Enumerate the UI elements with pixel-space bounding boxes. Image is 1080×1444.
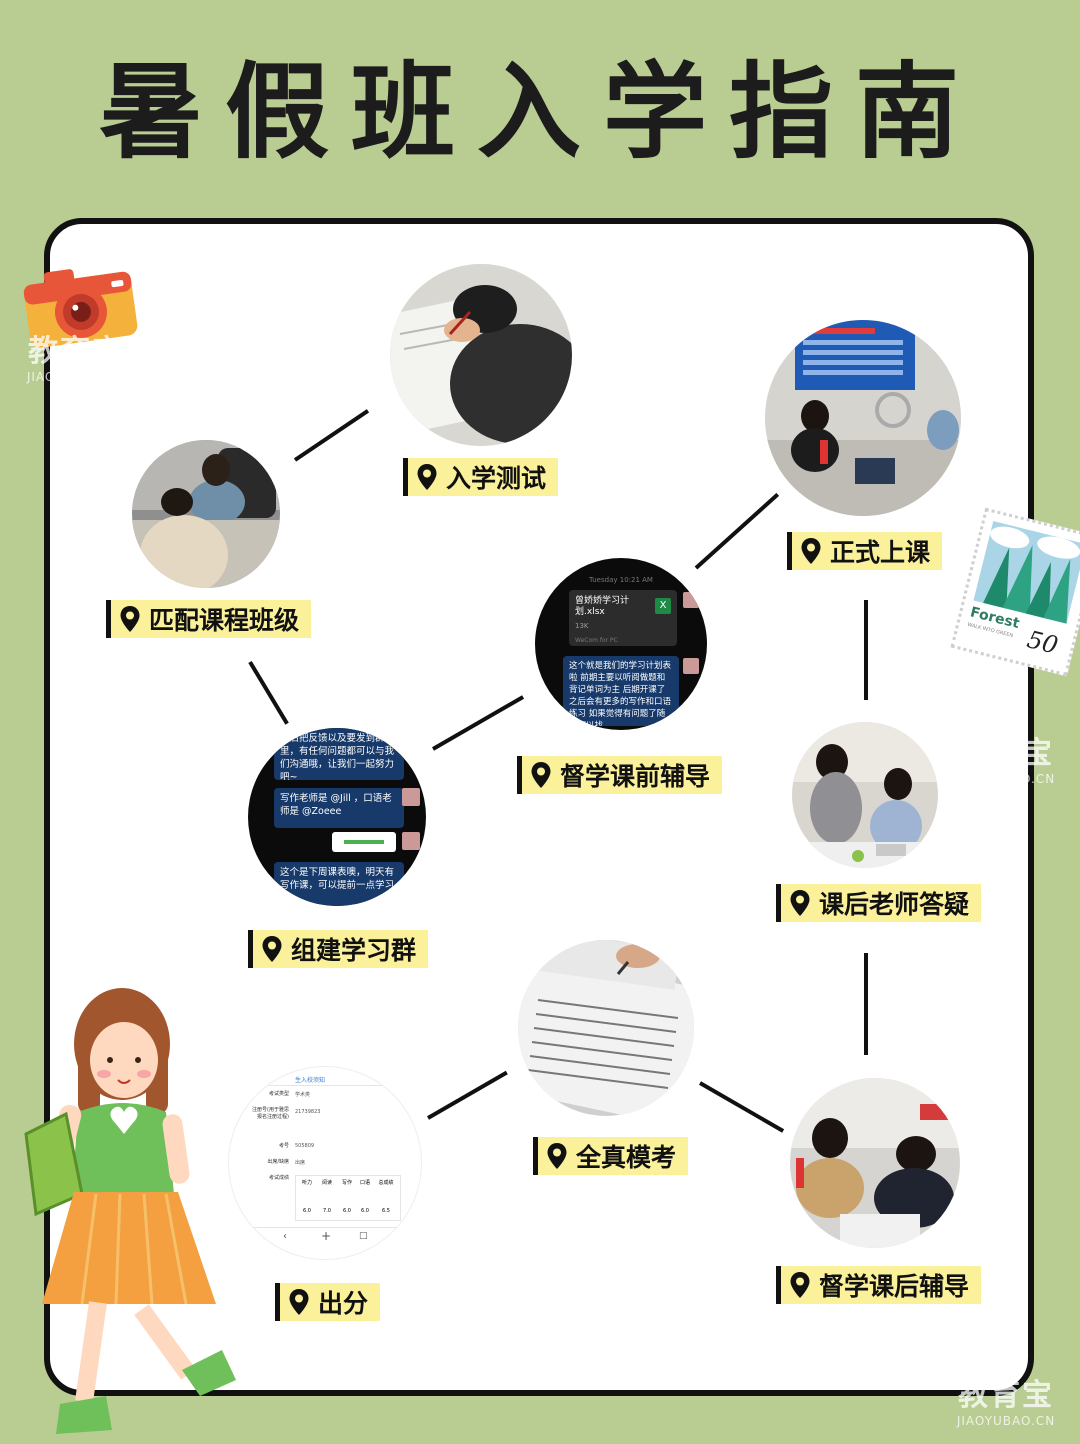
step-label-entrance-test: 入学测试 <box>403 458 559 496</box>
watermark: 教育宝 JIAOYUBAO.CN <box>944 1370 1068 1428</box>
chat-message: 写作老师是 @Jill ，口语老师是 @Zoeee <box>274 788 404 828</box>
avatar <box>402 832 420 850</box>
location-pin-icon <box>262 936 282 962</box>
score-value: 6.0 <box>303 1208 311 1214</box>
photo-formal-class <box>765 320 961 516</box>
excel-icon: X <box>655 598 671 614</box>
step-label-mock-exam: 全真模考 <box>533 1137 689 1175</box>
report-value: 学术类 <box>295 1092 311 1098</box>
step-label-text: 入学测试 <box>446 464 547 493</box>
photo-pre-class-chat: Tuesday 10:21 AM 曾娇娇学习计划.xlsx 13K WeCom … <box>535 558 707 730</box>
report-key: 考试类型 <box>268 1091 289 1097</box>
forest-stamp: Forest WALK INTO GREEN 50 <box>950 507 1080 677</box>
photo-study-group-chat: 结后把反馈以及要发到群里，有任何问题都可以与我们沟通哦，让我们一起努力吧~ 写作… <box>248 728 426 906</box>
watermark-url: JIAOYUBAO.CN <box>26 370 126 384</box>
add-icon[interactable]: + <box>321 1229 332 1243</box>
step-label-class-matching: 匹配课程班级 <box>106 600 312 638</box>
score-value: 6.5 <box>382 1208 390 1214</box>
chat-message: 结后把反馈以及要发到群里，有任何问题都可以与我们沟通哦，让我们一起努力吧~ <box>274 728 404 780</box>
watermark-brand: 教育宝 <box>28 334 124 369</box>
file-size: 13K <box>575 622 589 630</box>
girl-illustration <box>24 988 236 1434</box>
location-pin-icon <box>790 1272 810 1298</box>
photo-mock-exam <box>518 940 694 1116</box>
step-label-after-class-tutoring: 督学课后辅导 <box>776 1266 982 1304</box>
watermark-url: JIAOYUBAO.CN <box>956 772 1056 786</box>
photo-after-class-qa <box>792 722 938 868</box>
location-pin-icon <box>289 1289 309 1315</box>
step-label-text: 督学课后辅导 <box>819 1272 970 1301</box>
report-value: 21739823 <box>295 1109 321 1115</box>
step-label-text: 督学课前辅导 <box>560 762 711 791</box>
forest-trees-icon <box>973 520 1080 624</box>
watermark-url: JIAOYUBAO.CN <box>956 1414 1056 1428</box>
score-header: 总成绩 <box>378 1180 394 1186</box>
stamp-value: 50 <box>1024 625 1061 660</box>
photo-score-report: 生入校须知 考试类型 学术类 注册号(用于雅思报名注册过程) 21739823 … <box>228 1066 422 1260</box>
location-pin-icon <box>417 464 437 490</box>
watermark-brand: 教育宝 <box>958 736 1054 771</box>
step-label-text: 正式上课 <box>830 538 931 567</box>
report-key: 考试成绩 <box>268 1175 289 1181</box>
report-value: 出席 <box>295 1160 306 1166</box>
report-key: 出席/缺席 <box>267 1159 289 1165</box>
image-message[interactable] <box>332 832 396 852</box>
score-table: 听力 阅读 写作 口语 总成绩 6.0 7.0 6.0 6.0 6.5 <box>295 1175 401 1221</box>
connector-line <box>864 953 868 1055</box>
file-name: 曾娇娇学习计划.xlsx <box>575 596 630 617</box>
score-header: 口语 <box>359 1180 370 1186</box>
page-title: 暑假班入学指南 <box>98 51 981 173</box>
step-label-text: 匹配课程班级 <box>149 606 300 635</box>
score-header: 阅读 <box>321 1180 332 1186</box>
classroom-illustration <box>765 320 961 516</box>
score-value: 7.0 <box>323 1208 331 1214</box>
back-icon[interactable]: ‹ <box>283 1231 287 1242</box>
avatar <box>683 658 699 674</box>
camera-icon <box>23 269 138 348</box>
step-label-text: 组建学习群 <box>291 936 417 965</box>
watermark: 教育宝 JIAOYUBAO.CN <box>14 326 138 384</box>
score-header: 听力 <box>301 1180 312 1186</box>
consultation-illustration <box>132 440 280 588</box>
avatar <box>402 788 420 806</box>
step-label-text: 全真模考 <box>576 1143 677 1172</box>
location-pin-icon <box>547 1143 567 1169</box>
watermark: 教育宝 JIAOYUBAO.CN <box>944 728 1068 786</box>
photo-after-class-tutoring <box>790 1078 960 1248</box>
photo-class-matching <box>132 440 280 588</box>
connector-line <box>864 600 868 700</box>
student-writing-illustration <box>390 264 572 446</box>
report-header: 生入校须知 <box>295 1077 326 1084</box>
step-label-study-group: 组建学习群 <box>248 930 429 968</box>
location-pin-icon <box>531 762 551 788</box>
photo-entrance-test <box>390 264 572 446</box>
file-app: WeCom for PC <box>575 637 618 644</box>
watermark-brand: 教育宝 <box>958 1378 1054 1413</box>
step-label-formal-class: 正式上课 <box>787 532 943 570</box>
chat-message: 这个就是我们的学习计划表啦 前期主要以听阅做题和背记单词为主 后期开课了之后会有… <box>563 656 679 726</box>
avatar <box>683 592 699 608</box>
score-value: 6.0 <box>361 1208 369 1214</box>
location-pin-icon <box>790 890 810 916</box>
score-value: 6.0 <box>343 1208 351 1214</box>
exam-papers-illustration <box>518 940 694 1116</box>
score-header: 写作 <box>341 1180 352 1186</box>
step-label-text: 课后老师答疑 <box>819 890 970 919</box>
chat-timestamp: Tuesday 10:21 AM <box>589 576 653 584</box>
tabs-icon[interactable]: □ <box>359 1231 368 1241</box>
report-value: 505809 <box>295 1143 315 1149</box>
step-label-after-class-qa: 课后老师答疑 <box>776 884 982 922</box>
location-pin-icon <box>801 538 821 564</box>
teacher-answering-illustration <box>792 722 938 868</box>
tutoring-illustration <box>790 1078 960 1248</box>
step-label-pre-class-tutoring: 督学课前辅导 <box>517 756 723 794</box>
step-label-score-release: 出分 <box>275 1283 381 1321</box>
report-key: 注册号(用于雅思报名注册过程) <box>252 1107 289 1120</box>
chat-message: 这个是下周课表噢，明天有写作课，可以提前一点学习哦~ <box>274 862 404 906</box>
location-pin-icon <box>120 606 140 632</box>
step-label-text: 出分 <box>318 1289 369 1318</box>
report-key: 考号 <box>278 1143 289 1149</box>
file-attachment[interactable]: 曾娇娇学习计划.xlsx 13K WeCom for PC X <box>569 590 677 646</box>
